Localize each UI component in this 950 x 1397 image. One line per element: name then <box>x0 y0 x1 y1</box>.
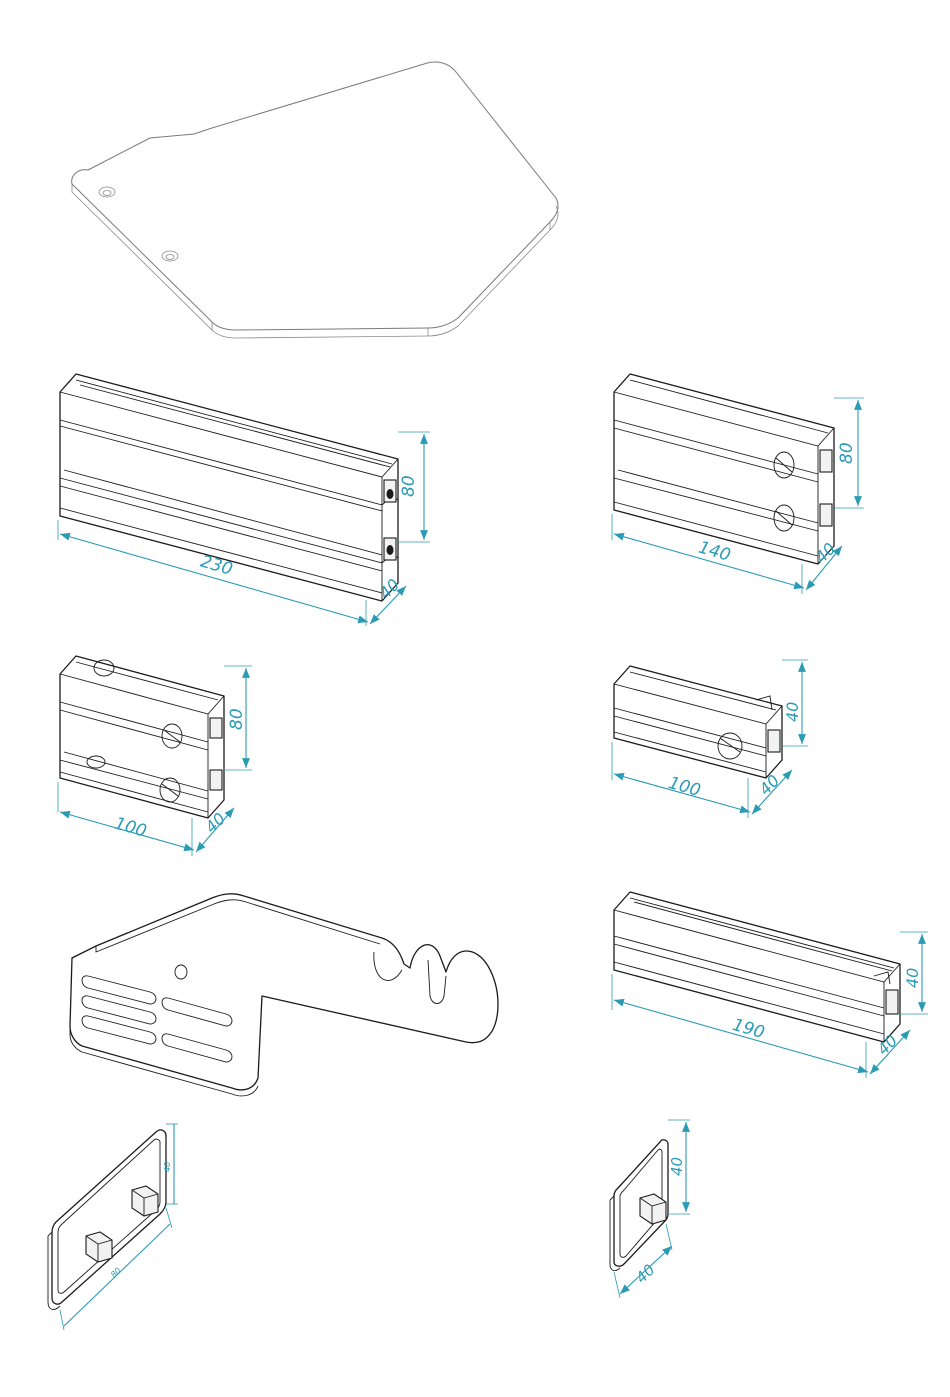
dim-height: 80 <box>227 708 247 730</box>
dim-height: 40 <box>903 968 922 988</box>
profile-100x80: 100 80 40 <box>58 656 252 856</box>
dim-length: 100 <box>112 814 149 842</box>
profile-100x40: 100 40 40 <box>612 660 808 818</box>
end-cap-80x40: 40 80 <box>48 1124 178 1330</box>
bracket <box>70 894 498 1096</box>
dim-height: 80 <box>837 442 857 464</box>
base-plate <box>72 62 558 338</box>
dim-length: 100 <box>666 773 703 801</box>
dim-height: 40 <box>783 702 802 722</box>
profile-190x40: 190 40 40 <box>612 892 928 1078</box>
dim-width: 80 <box>109 1266 123 1280</box>
dim-length: 190 <box>730 1015 767 1043</box>
dim-height: 40 <box>668 1157 686 1176</box>
profile-230x80: 230 80 40 <box>58 374 430 626</box>
dim-length: 140 <box>696 538 733 566</box>
dim-width: 40 <box>632 1261 658 1287</box>
dim-height: 80 <box>399 475 419 497</box>
end-cap-40x40: 40 40 <box>610 1120 690 1298</box>
dim-height: 40 <box>163 1162 172 1172</box>
profile-140x80: 140 80 40 <box>612 374 864 594</box>
